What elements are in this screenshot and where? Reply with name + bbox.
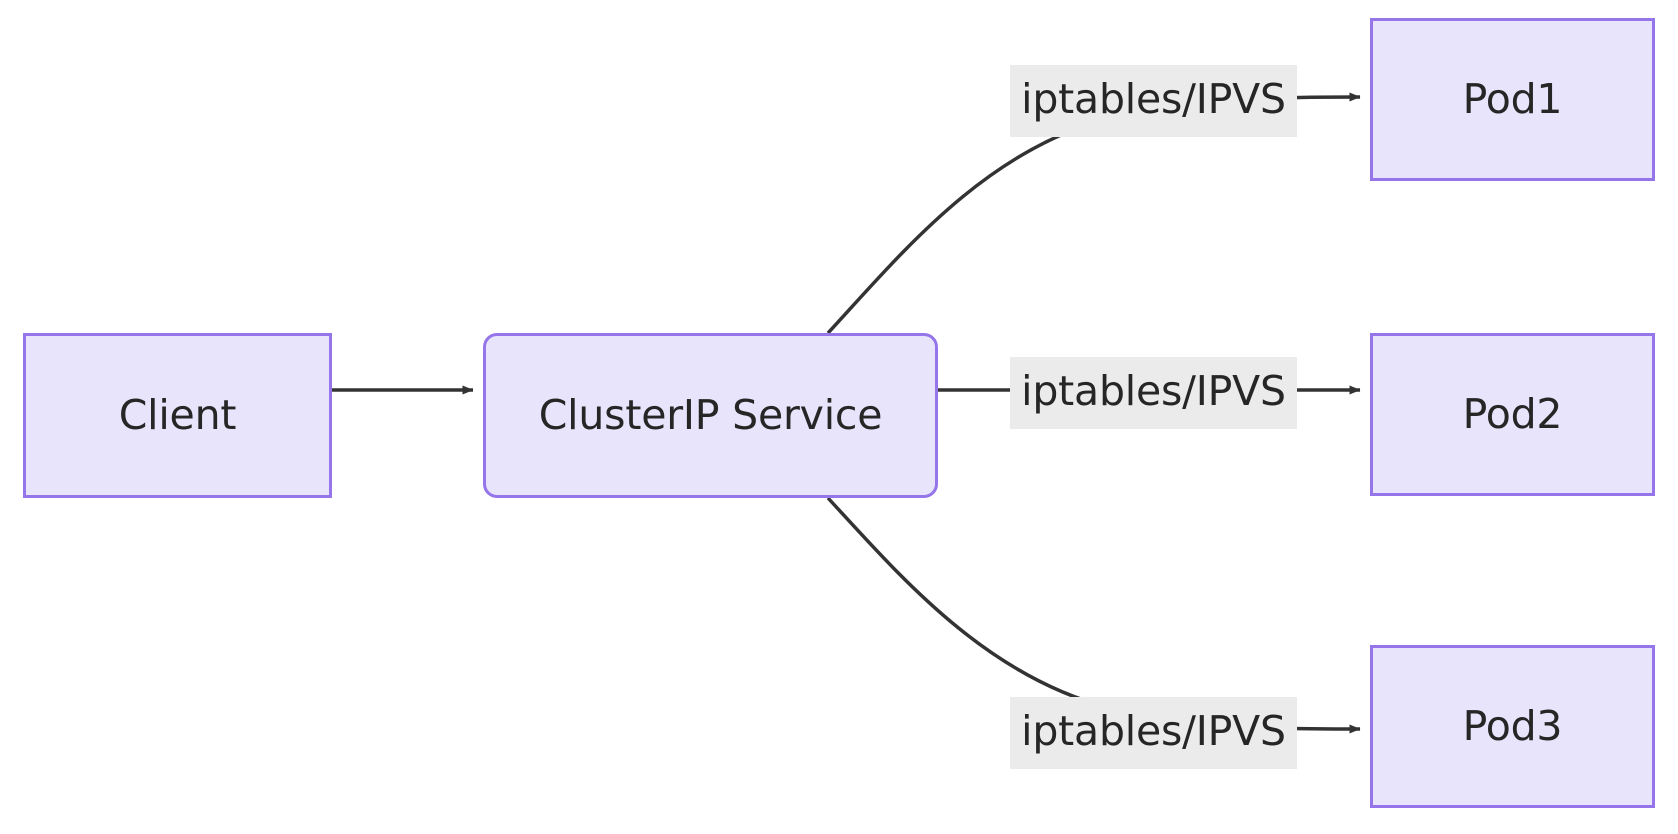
- node-pod3-label: Pod3: [1462, 702, 1563, 750]
- edge-label-pod2: iptables/IPVS: [1010, 357, 1297, 429]
- edge-label-pod3: iptables/IPVS: [1010, 697, 1297, 769]
- edge-service-to-pod3: [826, 496, 1361, 734]
- node-pod2-label: Pod2: [1462, 390, 1563, 438]
- edge-label-pod1-text: iptables/IPVS: [1021, 74, 1286, 123]
- edge-label-pod3-text: iptables/IPVS: [1021, 706, 1286, 755]
- node-clusterip-service[interactable]: ClusterIP Service: [483, 333, 938, 498]
- node-client[interactable]: Client: [23, 333, 332, 498]
- node-pod3[interactable]: Pod3: [1370, 645, 1655, 808]
- node-pod2[interactable]: Pod2: [1370, 333, 1655, 496]
- node-clusterip-service-label: ClusterIP Service: [538, 391, 883, 439]
- node-client-label: Client: [118, 391, 237, 439]
- node-pod1[interactable]: Pod1: [1370, 18, 1655, 181]
- edge-label-pod2-text: iptables/IPVS: [1021, 366, 1286, 415]
- node-pod1-label: Pod1: [1462, 75, 1563, 123]
- edge-label-pod1: iptables/IPVS: [1010, 65, 1297, 137]
